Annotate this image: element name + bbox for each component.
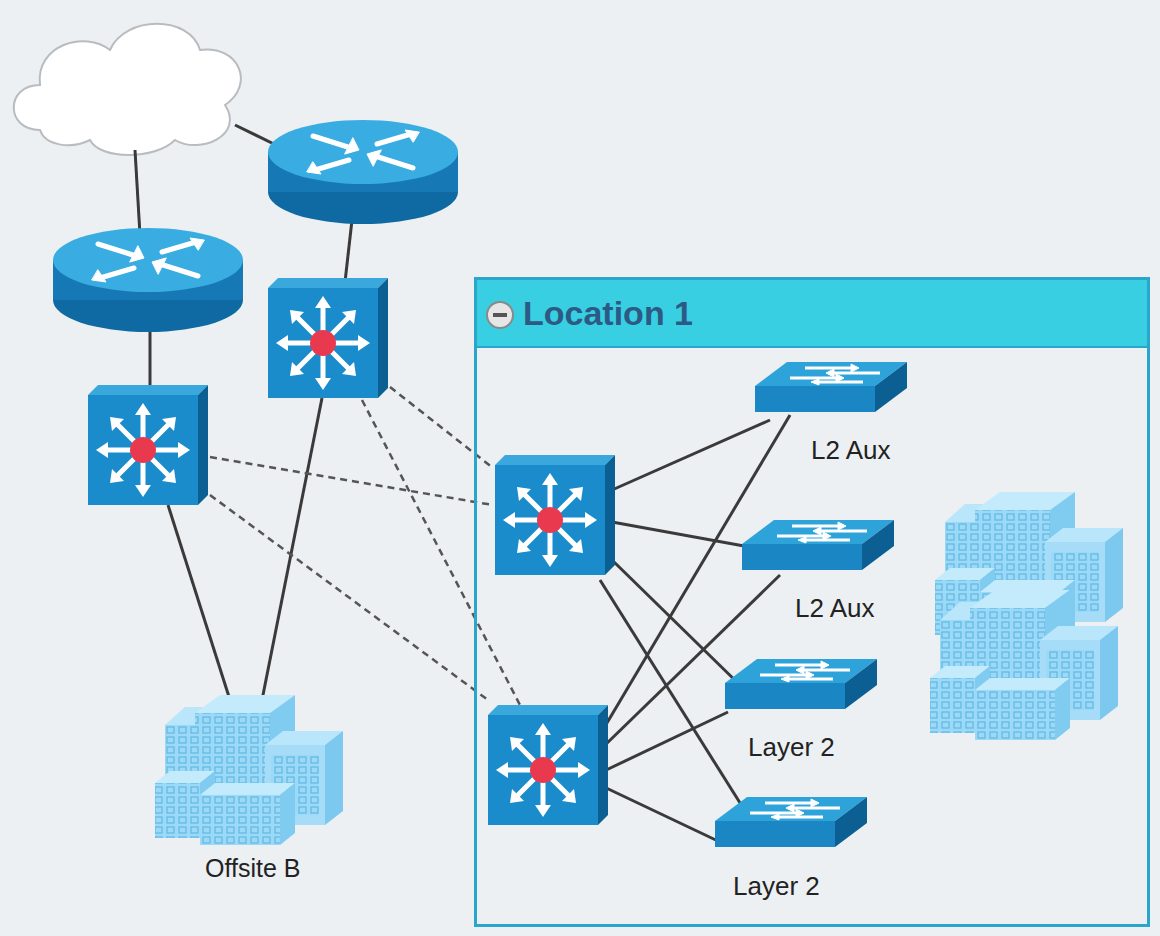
- switch-node: L2 Aux: [753, 360, 923, 465]
- device-label: Layer 2: [748, 732, 835, 763]
- device-label: L2 Aux: [811, 435, 891, 466]
- group-header: Location 1: [477, 280, 1147, 348]
- switch-node: Layer 2: [713, 795, 883, 905]
- switch-node: L2 Aux: [740, 518, 910, 623]
- switch-node: Layer 2: [723, 657, 893, 762]
- device-label: Offsite B: [205, 854, 300, 883]
- group-title: Location 1: [523, 294, 693, 333]
- location-group: Location 1 L2 Aux L2 AuxLayer 2 Layer 2: [474, 277, 1150, 927]
- device-label: Layer 2: [733, 871, 820, 902]
- device-label: L2 Aux: [795, 593, 875, 624]
- site-building: Offsite B: [140, 690, 365, 895]
- collapse-icon: [485, 300, 515, 330]
